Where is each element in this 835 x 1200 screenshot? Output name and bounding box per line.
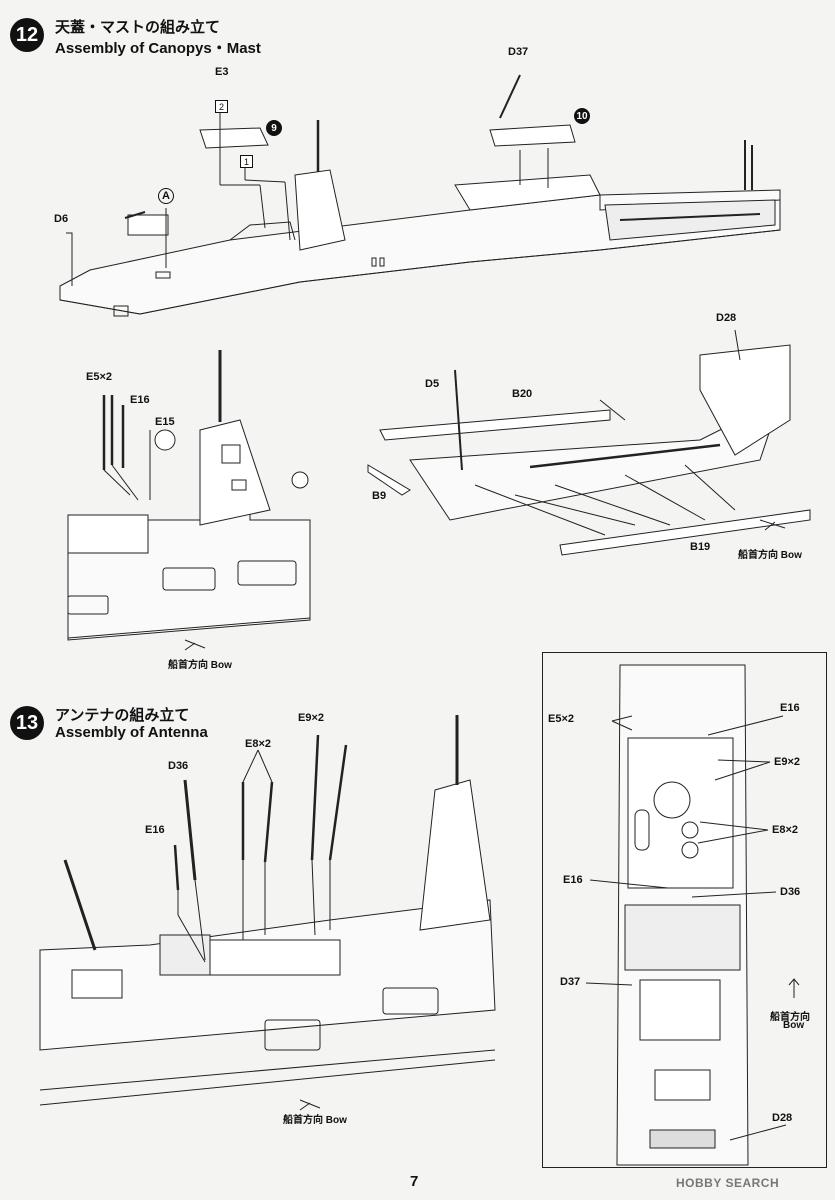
label-e8x2: E8×2 [245, 738, 271, 750]
label-e9x2: E9×2 [298, 712, 324, 724]
inset-label-e5x2: E5×2 [548, 713, 574, 725]
label-e16-step13: E16 [145, 824, 165, 836]
label-e15: E15 [155, 416, 175, 428]
ref-box-1: 1 [240, 155, 253, 168]
step-12-badge: 12 [10, 18, 44, 52]
inset-top-view [585, 664, 800, 1166]
step13-antenna-detail [39, 715, 496, 1111]
top-view-inset [542, 652, 827, 1168]
inset-label-d37: D37 [560, 976, 581, 988]
step12-ship-overview [59, 74, 781, 317]
step-12-title-jp: 天蓋・マストの組み立て [55, 19, 221, 36]
label-e3: E3 [215, 66, 229, 78]
inset-label-e16: E16 [563, 874, 583, 886]
ref-step-9: 9 [266, 120, 282, 136]
label-d28: D28 [716, 312, 737, 324]
bow-label-left: 船首方向 Bow [168, 660, 232, 671]
label-b19: B19 [690, 541, 711, 553]
bow-label-right-jp: 船首方向 Bow [738, 550, 802, 561]
label-d6: D6 [54, 213, 69, 225]
inset-bow-jp: 船首方向 [770, 1012, 810, 1023]
inset-bow-en: Bow [783, 1020, 805, 1031]
label-d36: D36 [168, 760, 189, 772]
step-13-title-jp: アンテナの組み立て [55, 707, 190, 724]
inset-label-e8x2: E8×2 [772, 824, 798, 836]
step-12-title-en: Assembly of Canopys・Mast [55, 40, 261, 57]
inset-label-e16-top: E16 [780, 702, 800, 714]
ref-step-10: 10 [574, 108, 590, 124]
inset-label-d28: D28 [772, 1112, 793, 1124]
ref-box-2: 2 [215, 100, 228, 113]
watermark: HOBBY SEARCH [676, 1176, 780, 1190]
page-number: 7 [410, 1173, 419, 1190]
bow-label-step13: 船首方向 Bow [283, 1115, 347, 1126]
inset-label-d36: D36 [780, 886, 801, 898]
label-b9: B9 [372, 490, 387, 502]
inset-label-e9x2: E9×2 [774, 756, 800, 768]
label-b20: B20 [512, 388, 533, 400]
label-d37: D37 [508, 46, 529, 58]
label-e5x2: E5×2 [86, 371, 112, 383]
step-13-title-en: Assembly of Antenna [55, 724, 208, 741]
step-13-badge: 13 [10, 706, 44, 740]
label-d5: D5 [425, 378, 440, 390]
step12-hangar-detail [367, 329, 811, 556]
label-e16: E16 [130, 394, 150, 406]
ref-a-marker: A [158, 188, 174, 204]
step12-mast-detail [67, 350, 311, 651]
